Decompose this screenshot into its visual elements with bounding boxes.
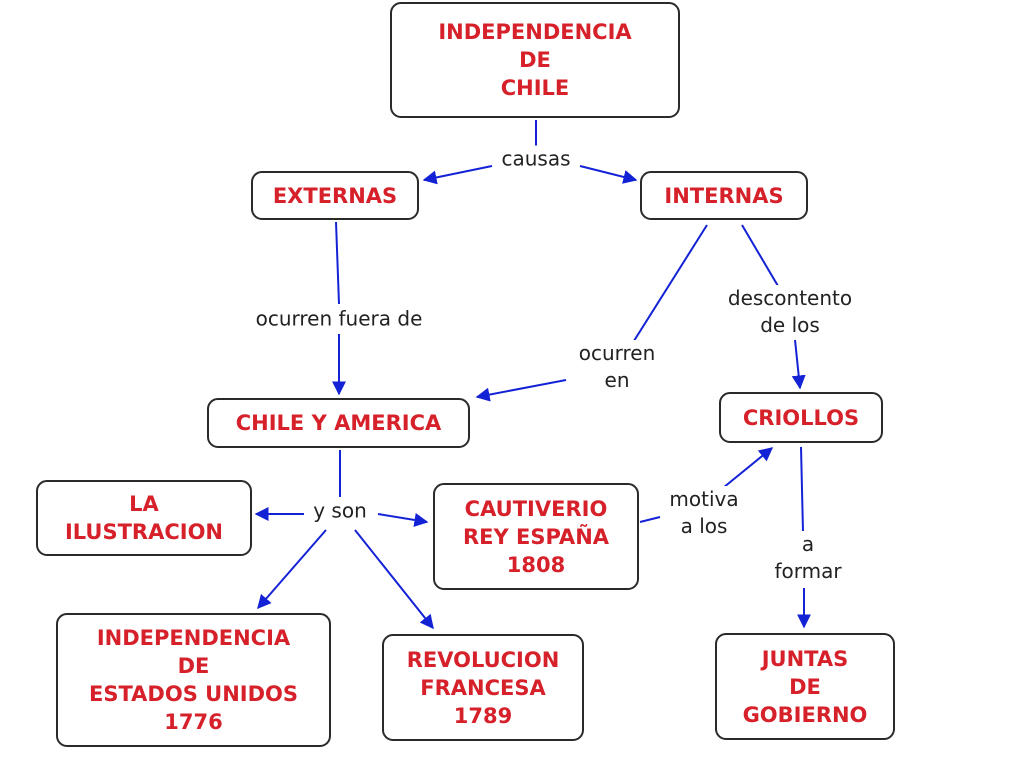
- link-label-ocurren-fuera-de: ocurren fuera de: [253, 305, 425, 333]
- link-label-causas: causas: [499, 145, 573, 173]
- link-criollos-aformar: [800, 446, 804, 533]
- link-label-motiva-a-los: motiva a los: [667, 486, 741, 540]
- link-motiva-criollos: [717, 447, 774, 493]
- node-criollos: CRIOLLOS: [719, 392, 883, 443]
- link-internas-ocurren: [631, 224, 708, 345]
- node-label: LA ILUSTRACION: [64, 492, 224, 544]
- link-causas-internas: [579, 165, 638, 184]
- link-causas-externas: [422, 165, 493, 185]
- node-label: JUNTAS DE GOBIERNO: [742, 646, 868, 727]
- node-externas: EXTERNAS: [251, 171, 419, 220]
- node-label: CRIOLLOS: [742, 405, 860, 430]
- node-label: CHILE Y AMERICA: [235, 411, 442, 435]
- node-label: REVOLUCION FRANCESA 1789: [406, 647, 560, 728]
- link-yson-francesa: [354, 529, 434, 630]
- link-externas-fuera: [335, 221, 340, 305]
- node-internas: INTERNAS: [640, 171, 808, 220]
- node-revolucion-francesa: REVOLUCION FRANCESA 1789: [382, 634, 584, 741]
- node-juntas-de-gobierno: JUNTAS DE GOBIERNO: [715, 633, 895, 740]
- link-yson-cautiverio: [377, 513, 429, 527]
- link-internas-descontento: [741, 224, 779, 287]
- link-yson-eeuu: [257, 529, 327, 610]
- node-independencia-eeuu: INDEPENDENCIA DE ESTADOS UNIDOS 1776: [56, 613, 331, 747]
- node-chile-y-america: CHILE Y AMERICA: [207, 398, 470, 448]
- link-label-ocurren-en: ocurren en: [576, 340, 658, 394]
- node-label: CAUTIVERIO REY ESPAÑA 1808: [462, 496, 610, 577]
- node-independencia-chile: INDEPENDENCIA DE CHILE: [390, 2, 680, 118]
- link-cautiverio-motiva: [639, 516, 661, 523]
- node-label: EXTERNAS: [272, 183, 398, 208]
- node-cautiverio-rey-espana: CAUTIVERIO REY ESPAÑA 1808: [433, 483, 639, 590]
- link-label-a-formar: a formar: [772, 531, 844, 585]
- node-label: INTERNAS: [664, 183, 784, 208]
- link-label-descontento-de-los: descontento de los: [725, 285, 855, 339]
- link-label-y-son: y son: [311, 497, 369, 525]
- link-descontento-criollos: [791, 339, 806, 390]
- link-ocurren-chile: [475, 379, 567, 402]
- node-la-ilustracion: LA ILUSTRACION: [36, 480, 252, 556]
- node-label: INDEPENDENCIA DE CHILE: [438, 20, 632, 100]
- node-label: INDEPENDENCIA DE ESTADOS UNIDOS 1776: [89, 626, 298, 734]
